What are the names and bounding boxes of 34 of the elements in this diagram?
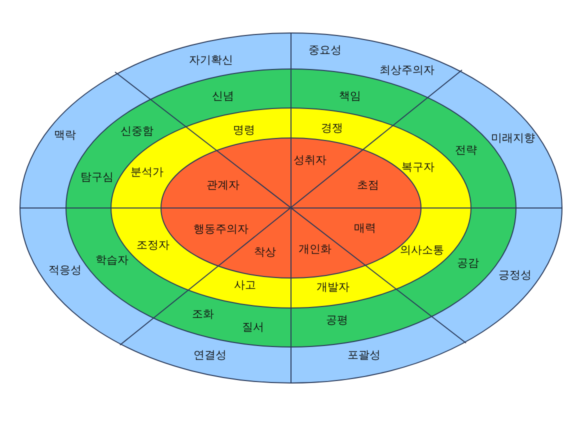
theme-label: 명령 — [233, 124, 255, 136]
theme-label: 매력 — [354, 222, 376, 234]
theme-label: 미래지향 — [491, 132, 535, 144]
theme-label: 중요성 — [308, 44, 342, 56]
theme-label: 초점 — [357, 180, 379, 190]
theme-label: 조화 — [192, 308, 214, 320]
theme-label: 공감 — [457, 258, 479, 268]
theme-label: 전략 — [455, 144, 477, 156]
theme-label: 맥락 — [54, 130, 76, 140]
theme-label: 적응성 — [48, 264, 82, 276]
theme-label: 긍정성 — [498, 270, 532, 280]
theme-label: 최상주의자 — [380, 64, 434, 76]
theme-label: 질서 — [242, 322, 264, 332]
theme-label: 개발자 — [316, 282, 350, 292]
theme-label: 자기확신 — [189, 54, 233, 66]
theme-label: 연결성 — [194, 350, 226, 360]
theme-label: 신념 — [212, 90, 234, 102]
theme-label: 행동주의자 — [194, 224, 248, 234]
theme-label: 신중함 — [120, 126, 154, 136]
theme-label: 개인화 — [298, 244, 332, 254]
theme-label: 학습자 — [96, 254, 128, 266]
theme-label: 공평 — [326, 314, 348, 326]
theme-label: 조정자 — [136, 240, 170, 250]
theme-label: 의사소통 — [400, 244, 444, 256]
theme-label: 탐구심 — [80, 172, 114, 182]
theme-label: 착상 — [254, 246, 276, 258]
theme-label: 분석가 — [130, 166, 164, 178]
theme-label: 복구자 — [402, 162, 434, 172]
theme-label: 경쟁 — [321, 122, 343, 134]
theme-label: 포괄성 — [348, 350, 380, 360]
theme-label: 책임 — [339, 90, 361, 102]
theme-label: 관계자 — [206, 180, 240, 190]
theme-label: 사고 — [234, 280, 256, 290]
theme-label: 성취자 — [294, 154, 326, 166]
